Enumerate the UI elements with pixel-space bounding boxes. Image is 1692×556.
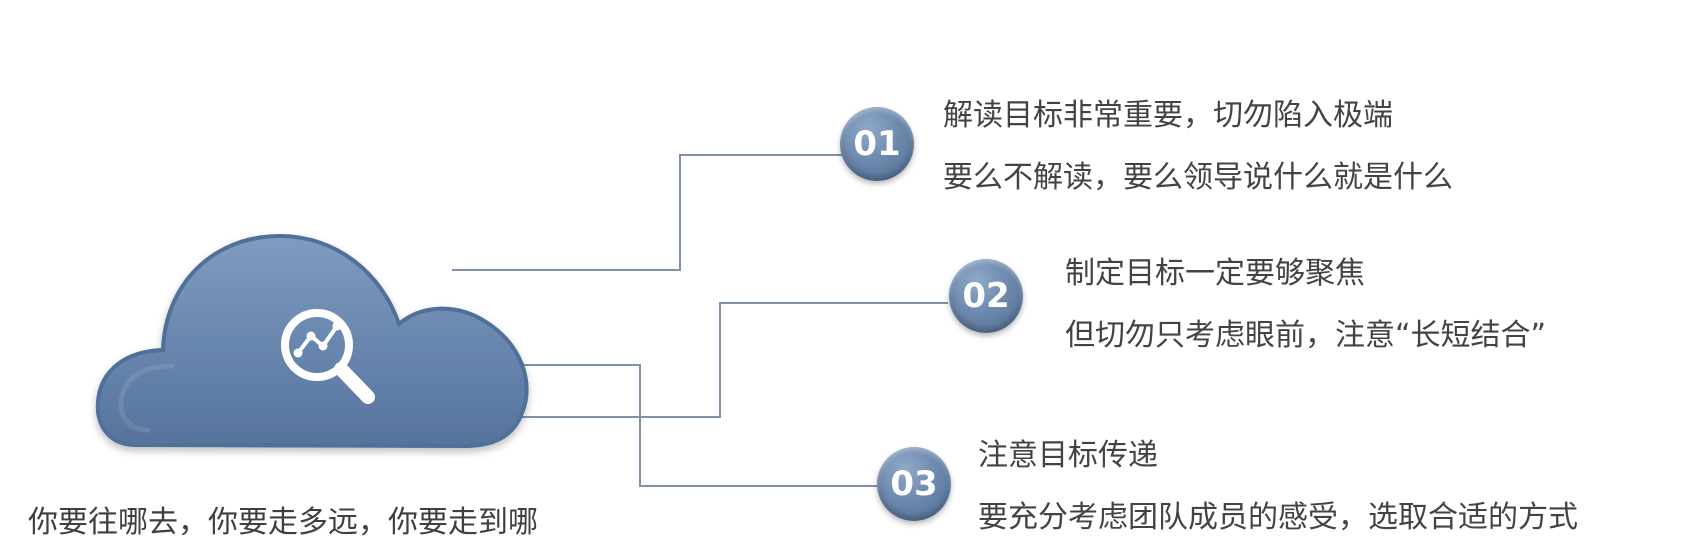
- step-text-01: 解读目标非常重要，切勿陷入极端 要么不解读，要么领导说什么就是什么: [943, 96, 1453, 198]
- step-01-line-2: 要么不解读，要么领导说什么就是什么: [943, 160, 1453, 195]
- step-03-line-1: 注意目标传递: [978, 438, 1158, 473]
- magnifier-chart-icon: [281, 309, 375, 404]
- step-text-03: 注意目标传递 要充分考虑团队成员的感受，选取合适的方式: [978, 436, 1578, 538]
- step-02-line-1: 制定目标一定要够聚焦: [1065, 256, 1365, 291]
- step-03-line-2: 要充分考虑团队成员的感受，选取合适的方式: [978, 500, 1578, 535]
- step-badge-02: 02: [949, 259, 1023, 333]
- step-01-line-1: 解读目标非常重要，切勿陷入极端: [943, 98, 1393, 133]
- cloud-shape: [90, 180, 550, 480]
- step-badge-01: 01: [840, 107, 914, 181]
- step-02-line-2: 但切勿只考虑眼前，注意“长短结合”: [1065, 318, 1547, 353]
- step-text-02: 制定目标一定要够聚焦 但切勿只考虑眼前，注意“长短结合”: [1065, 254, 1546, 356]
- cloud-caption: 你要往哪去，你要走多远，你要走到哪: [28, 505, 538, 540]
- step-badge-03: 03: [877, 447, 951, 521]
